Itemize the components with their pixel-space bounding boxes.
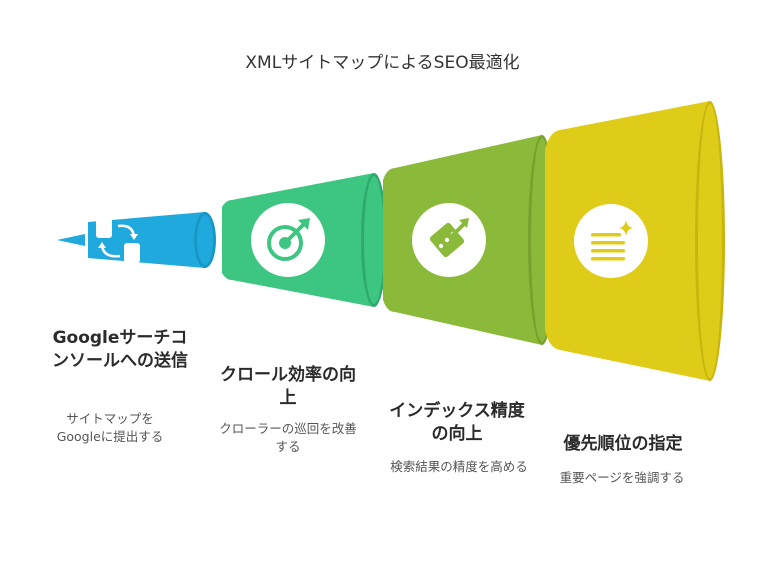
diagram-title: XMLサイトマップによるSEO最適化 (245, 53, 520, 73)
funnel-segment-1 (88, 212, 216, 268)
stage-2-title: クロール効率の向上 (220, 365, 356, 408)
target-arrow-icon (251, 203, 325, 277)
stage-3-title: インデックス精度の向上 (389, 401, 525, 444)
funnel-tip (57, 234, 85, 246)
list-sparkle-icon (574, 204, 648, 278)
stage-2-description: クローラーの巡回を改善する (219, 421, 357, 454)
refresh-squares-icon (96, 218, 140, 263)
stage-1-description: サイトマップをGoogleに提出する (56, 411, 164, 444)
stage-1-title: Googleサーチコンソールへの送信 (52, 328, 188, 371)
stage-4-description: 重要ページを強調する (559, 470, 685, 485)
stage-3-description: 検索結果の精度を高める (390, 459, 528, 474)
stage-4-title: 優先順位の指定 (563, 434, 683, 454)
ticket-arrow-icon (412, 203, 486, 277)
